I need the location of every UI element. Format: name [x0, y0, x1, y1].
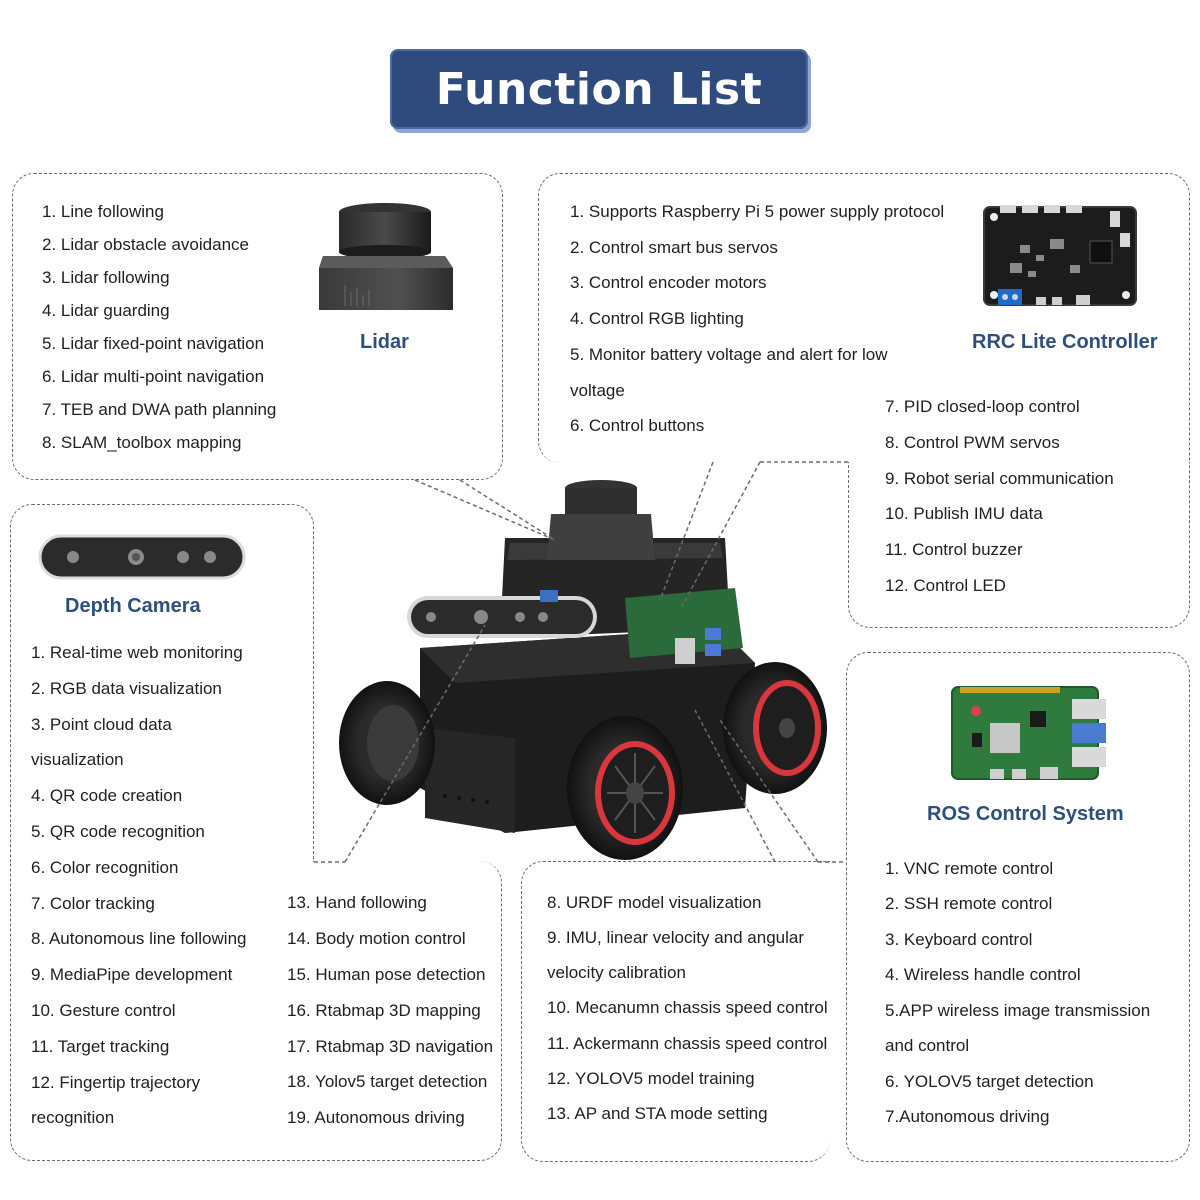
list-item: 9. IMU, linear velocity and angular	[547, 928, 805, 947]
list-item: 3. Point cloud data	[31, 715, 172, 734]
list-item: 6. YOLOV5 target detection	[885, 1072, 1094, 1091]
list-item: 1. Line following	[42, 202, 164, 221]
list-item: 7. Color tracking	[31, 894, 155, 913]
lidar-image	[319, 203, 453, 310]
list-item: 6. Color recognition	[31, 858, 179, 877]
list-item: 11. Ackermann chassis speed control	[547, 1034, 828, 1053]
list-item: velocity calibration	[547, 963, 686, 982]
depth-camera-image	[38, 534, 246, 580]
list-item: 12. Control LED	[885, 576, 1006, 595]
list-item: 3. Control encoder motors	[570, 273, 767, 292]
list-item: 12. YOLOV5 model training	[547, 1069, 755, 1088]
list-item: 5.APP wireless image transmission	[885, 1001, 1151, 1020]
list-item: 3. Lidar following	[42, 268, 170, 287]
urdf-panel	[521, 861, 830, 1162]
controller-board-image	[983, 205, 1137, 306]
list-item: 4. QR code creation	[31, 786, 183, 805]
list-item: 14. Body motion control	[287, 929, 466, 948]
list-item: 13. AP and STA mode setting	[547, 1104, 768, 1123]
page-title: Function List	[435, 63, 763, 115]
list-item: 18. Yolov5 target detection	[287, 1072, 488, 1091]
list-item: 15. Human pose detection	[287, 965, 486, 984]
list-item: 8. Autonomous line following	[31, 929, 247, 948]
list-item: 11. Control buzzer	[885, 540, 1023, 559]
depth-camera-panel-lower	[10, 861, 502, 1161]
list-item: 1. Supports Raspberry Pi 5 power supply …	[570, 202, 945, 221]
list-item: 2. SSH remote control	[885, 894, 1053, 913]
list-item: 4. Lidar guarding	[42, 301, 170, 320]
list-item: 2. RGB data visualization	[31, 679, 222, 698]
list-item: 19. Autonomous driving	[287, 1108, 465, 1127]
list-item: recognition	[31, 1108, 115, 1127]
list-item: 16. Rtabmap 3D mapping	[287, 1001, 481, 1020]
list-item: 4. Wireless handle control	[885, 965, 1081, 984]
list-item: 11. Target tracking	[31, 1037, 170, 1056]
list-item: 10. Mecanumn chassis speed control	[547, 998, 828, 1017]
list-item: 10. Publish IMU data	[885, 504, 1043, 523]
lidar-caption: Lidar	[360, 331, 409, 353]
list-item: 8. SLAM_toolbox mapping	[42, 433, 242, 452]
list-item: 1. VNC remote control	[885, 859, 1054, 878]
raspberry-pi-image	[951, 686, 1106, 780]
list-item: 6. Control buttons	[570, 416, 705, 435]
rrc-panel-lower	[848, 462, 1190, 628]
list-item: 7.Autonomous driving	[885, 1107, 1050, 1126]
list-item: 5. Lidar fixed-point navigation	[42, 334, 265, 353]
list-item: visualization	[31, 750, 124, 769]
robot-car-image	[339, 480, 827, 860]
list-item: 5. QR code recognition	[31, 822, 205, 841]
list-item: 8. Control PWM servos	[885, 433, 1060, 452]
list-item: voltage	[570, 381, 625, 400]
list-item: 4. Control RGB lighting	[570, 309, 744, 328]
list-item: 7. PID closed-loop control	[885, 397, 1080, 416]
list-item: 7. TEB and DWA path planning	[42, 400, 277, 419]
list-item: 13. Hand following	[287, 893, 427, 912]
list-item: and control	[885, 1036, 970, 1055]
rrc-caption: RRC Lite Controller	[972, 331, 1158, 353]
ros-panel	[846, 652, 1190, 1162]
list-item: 10. Gesture control	[31, 1001, 176, 1020]
list-item: 1. Real-time web monitoring	[31, 643, 243, 662]
list-item: 17. Rtabmap 3D navigation	[287, 1037, 494, 1056]
list-item: 9. MediaPipe development	[31, 965, 233, 984]
list-item: 6. Lidar multi-point navigation	[42, 367, 265, 386]
list-item: 2. Control smart bus servos	[570, 238, 778, 257]
list-item: 5. Monitor battery voltage and alert for…	[570, 345, 888, 364]
depth-camera-caption: Depth Camera	[65, 595, 201, 617]
rrc-panel	[538, 173, 1190, 463]
list-item: 2. Lidar obstacle avoidance	[42, 235, 249, 254]
title-banner: Function List	[390, 49, 808, 129]
list-item: 12. Fingertip trajectory	[31, 1073, 201, 1092]
lidar-panel	[12, 173, 503, 480]
ros-caption: ROS Control System	[927, 803, 1124, 825]
list-item: 3. Keyboard control	[885, 930, 1033, 949]
list-item: 8. URDF model visualization	[547, 893, 762, 912]
list-item: 9. Robot serial communication	[885, 469, 1114, 488]
depth-camera-panel	[10, 504, 314, 862]
